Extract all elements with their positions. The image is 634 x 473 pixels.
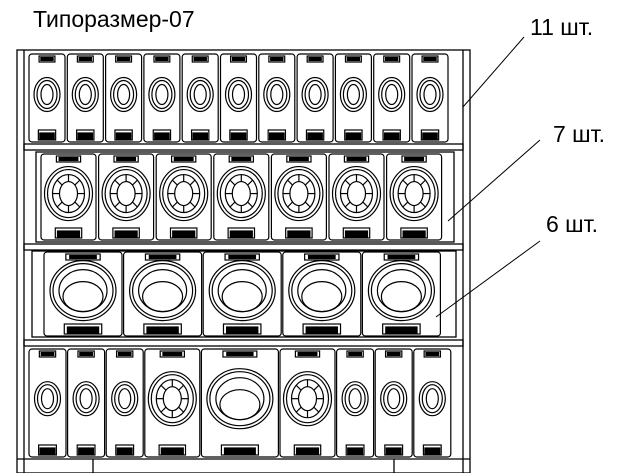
rail-2	[23, 243, 464, 251]
module-row4	[66, 348, 106, 458]
module-row1	[104, 53, 143, 143]
module-row4	[374, 348, 413, 458]
module-row2	[155, 153, 212, 241]
module-row1	[66, 53, 104, 143]
rail-1	[23, 143, 464, 151]
module-row3	[361, 251, 441, 337]
leader-line-row2	[447, 139, 541, 222]
module-row3	[202, 251, 282, 337]
module-row1	[181, 53, 219, 143]
module-row1	[219, 53, 258, 143]
module-row1	[296, 53, 334, 143]
module-row1	[334, 53, 372, 143]
module-row1	[28, 53, 66, 143]
callout-label-row1: 11 шт.	[530, 14, 594, 40]
module-row2	[270, 153, 327, 241]
module-row3	[282, 251, 362, 337]
module-row1	[258, 53, 296, 143]
module-row2	[386, 153, 443, 241]
row3-carrier	[31, 250, 457, 338]
module-row3	[122, 251, 203, 337]
frame-outer	[16, 49, 471, 473]
module-row2	[328, 153, 385, 241]
module-row4	[28, 348, 67, 458]
leader-line-row1	[462, 36, 525, 108]
callout-label-row3: 6 шт.	[546, 211, 599, 237]
module-row4	[413, 348, 452, 458]
module-row1	[411, 53, 449, 143]
rail-3	[23, 339, 464, 347]
module-row3	[43, 251, 123, 337]
module-row4	[336, 348, 375, 458]
leader-line-row3	[435, 240, 541, 318]
drawing-title: Типоразмер-07	[33, 6, 195, 32]
module-row2	[97, 153, 155, 241]
module-row1	[373, 53, 411, 143]
row2-carrier	[35, 151, 455, 243]
module-row1	[143, 53, 181, 143]
module-row4	[279, 348, 336, 458]
module-row4	[105, 348, 144, 458]
callout-label-row2: 7 шт.	[553, 121, 606, 147]
module-row2	[40, 153, 97, 241]
module-row4	[200, 348, 279, 458]
module-row4	[144, 348, 201, 458]
module-row2	[213, 153, 270, 241]
